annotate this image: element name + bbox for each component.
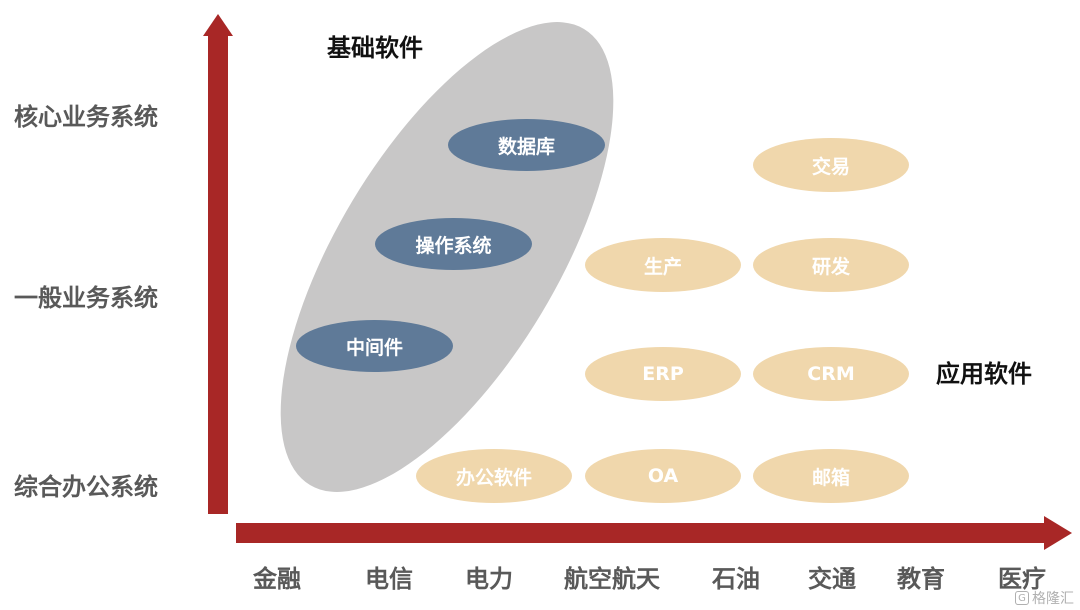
x-label-medical: 医疗 [998, 565, 1046, 593]
x-axis-line [236, 523, 1046, 543]
pill-office-software: 办公软件 [416, 449, 572, 503]
pill-production: 生产 [585, 238, 741, 292]
app-software-title: 应用软件 [936, 360, 1032, 388]
watermark: G 格隆汇 [1015, 588, 1074, 608]
pill-erp: ERP [585, 347, 741, 401]
x-label-oil: 石油 [712, 565, 760, 593]
pill-middleware: 中间件 [296, 320, 453, 372]
x-label-power: 电力 [465, 565, 513, 593]
x-axis-arrowhead [1044, 516, 1072, 550]
gelonghui-logo-icon: G [1015, 591, 1029, 605]
y-axis-arrowhead [203, 14, 233, 36]
pill-operating-system: 操作系统 [375, 218, 532, 270]
base-software-title: 基础软件 [327, 34, 423, 62]
x-label-telecom: 电信 [365, 565, 413, 593]
pill-oa: OA [585, 449, 741, 503]
pill-database: 数据库 [448, 119, 605, 171]
x-label-aerospace: 航空航天 [564, 565, 660, 593]
x-label-transport: 交通 [808, 565, 856, 593]
x-label-finance: 金融 [253, 565, 301, 593]
pill-mailbox: 邮箱 [753, 449, 909, 503]
pill-rnd: 研发 [753, 238, 909, 292]
y-axis-line [208, 34, 228, 514]
pill-crm: CRM [753, 347, 909, 401]
pill-trading: 交易 [753, 138, 909, 192]
x-label-education: 教育 [897, 565, 945, 593]
y-label-core: 核心业务系统 [14, 103, 158, 131]
y-label-office: 综合办公系统 [14, 473, 158, 501]
watermark-text: 格隆汇 [1032, 591, 1074, 607]
y-label-general: 一般业务系统 [14, 284, 158, 312]
